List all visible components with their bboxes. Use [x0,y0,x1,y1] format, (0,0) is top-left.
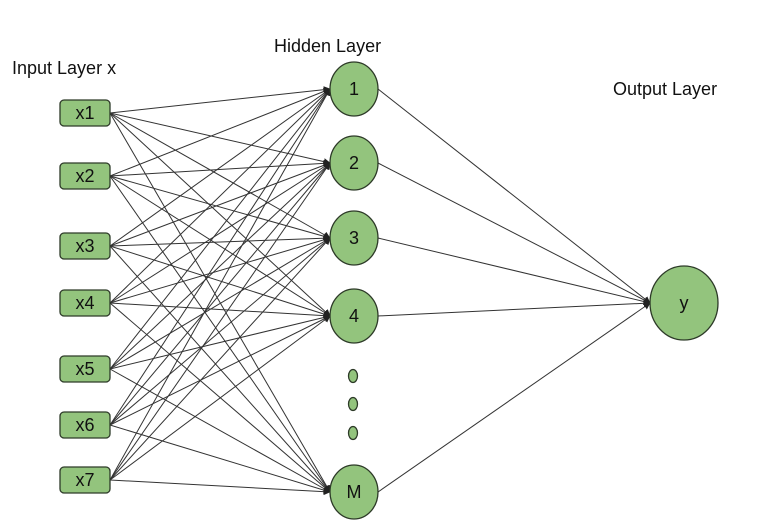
input-hidden-edge [109,86,331,114]
input-hidden-edge [109,479,331,496]
input-node-label: x2 [75,166,94,186]
input-hidden-edge [109,88,331,247]
input-node-box [59,162,111,190]
ellipsis-dot [347,396,359,412]
input-hidden-edge [109,237,331,370]
input-layer-title: Input Layer x [12,58,116,78]
input-hidden-edge [109,175,331,493]
hidden-node-label: 1 [349,79,359,99]
output-layer-title: Output Layer [613,79,717,99]
hidden-node-circle [329,464,379,520]
input-node-box [59,411,111,439]
input-node-label: x1 [75,103,94,123]
input-node-x4: x4 [59,289,111,317]
ellipsis-dots [347,368,359,441]
hidden-node-label: M [347,482,362,502]
input-hidden-edge [109,175,331,240]
hidden-output-edge [377,299,651,317]
input-node-x3: x3 [59,232,111,260]
input-hidden-edge [109,368,331,493]
output-node-label: y [680,293,689,313]
input-hidden-edge [109,162,331,370]
hidden-node-label: 4 [349,306,359,326]
input-node-label: x3 [75,236,94,256]
input-node-box [59,99,111,127]
hidden-node-circle [329,210,379,266]
input-node-box [59,466,111,494]
hidden-node-circle [329,288,379,344]
input-layer: x1 x2 x3 x4 x5 x6 x7 [59,99,111,494]
hidden-output-edge [377,162,651,304]
input-hidden-edge [109,314,331,370]
output-node-y: y [649,265,719,341]
hidden-node-4: 4 [329,288,379,344]
input-hidden-edge [109,112,331,239]
hidden-output-edge [377,302,651,493]
input-node-box [59,289,111,317]
hidden-node-label: 3 [349,228,359,248]
input-hidden-edge [109,237,331,481]
output-node-circle [649,265,719,341]
input-hidden-edge [109,161,331,247]
hidden-node-circle [329,61,379,117]
input-node-x6: x6 [59,411,111,439]
input-node-x7: x7 [59,466,111,494]
hidden-layer-title: Hidden Layer [274,36,381,56]
input-node-label: x7 [75,470,94,490]
hidden-layer: 1 2 3 4 M [329,61,379,520]
hidden-output-edge [377,88,651,304]
input-hidden-edge [109,112,331,317]
ellipsis-dot [347,368,359,384]
hidden-node-circle [329,135,379,191]
input-hidden-edge [109,88,331,370]
ellipsis-dot [347,425,359,441]
input-hidden-edge [109,162,331,426]
input-hidden-edge [109,162,331,304]
input-hidden-edge [109,315,331,481]
input-node-label: x6 [75,415,94,435]
hidden-output-edge [377,237,651,305]
input-hidden-edge [109,424,331,494]
input-node-x2: x2 [59,162,111,190]
input-hidden-edge [109,112,331,493]
hidden-node-1: 1 [329,61,379,117]
connection-lines [109,86,651,496]
hidden-node-2: 2 [329,135,379,191]
hidden-node-m: M [329,464,379,520]
input-hidden-edge [109,88,331,177]
input-hidden-edge [109,315,331,426]
input-node-x1: x1 [59,99,111,127]
input-hidden-edge [109,245,331,318]
input-hidden-edge [109,236,331,304]
input-hidden-edge [109,237,331,426]
hidden-node-3: 3 [329,210,379,266]
input-hidden-edge [109,302,331,320]
input-hidden-edge [109,162,331,481]
input-node-label: x5 [75,359,94,379]
input-hidden-edge [109,245,331,493]
input-hidden-edge [109,88,331,481]
input-hidden-edge [109,234,331,247]
input-node-label: x4 [75,293,94,313]
input-hidden-edge [109,88,331,426]
output-layer: y [649,265,719,341]
input-node-box [59,232,111,260]
input-node-box [59,355,111,383]
input-hidden-edge [109,88,331,304]
input-node-x5: x5 [59,355,111,383]
input-hidden-edge [109,175,331,317]
input-hidden-edge [109,159,331,177]
hidden-node-label: 2 [349,153,359,173]
